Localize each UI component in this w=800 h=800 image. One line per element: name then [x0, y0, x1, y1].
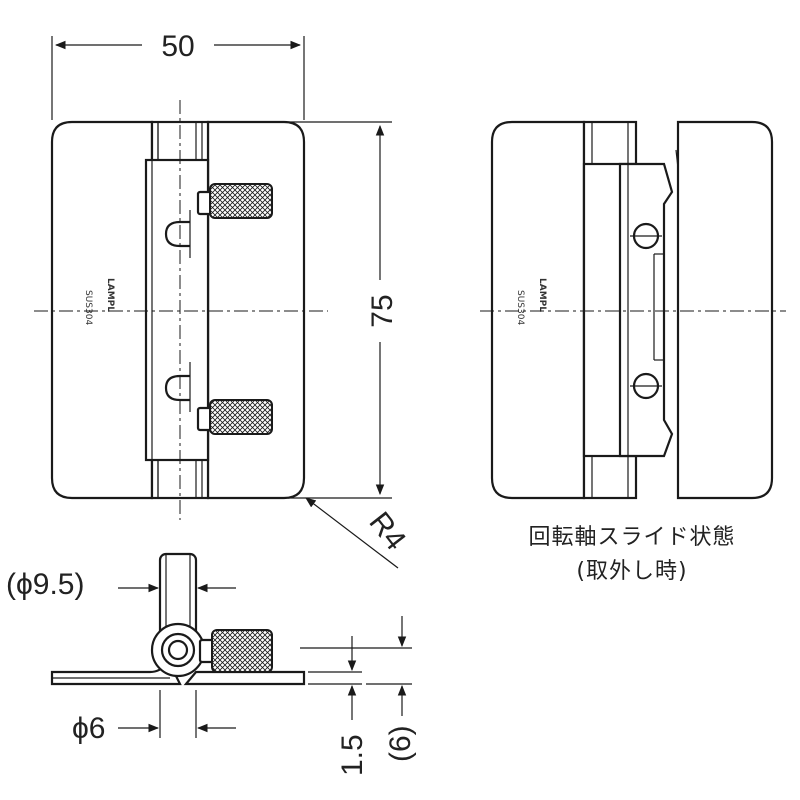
thickness-dimension: 1.5	[308, 636, 369, 776]
pin-diameter-text: (ϕ9.5)	[6, 568, 85, 601]
width-dimension-text: 50	[161, 30, 194, 63]
radius-dimension: R4	[305, 497, 412, 569]
brand-marking: LAMPL	[105, 278, 115, 312]
total-thickness-text: (6)	[384, 725, 417, 762]
side-knuckle	[150, 622, 206, 678]
slide-right-leaf	[676, 120, 774, 500]
width-dimension: 50	[51, 24, 305, 120]
slide-left-leaf	[490, 120, 586, 500]
front-view: 50	[34, 24, 412, 569]
thickness-text: 1.5	[336, 734, 369, 776]
pin-diameter-dimension: (ϕ9.5)	[6, 560, 236, 601]
height-dimension: 75	[288, 121, 399, 499]
total-thickness-dimension: (6)	[300, 616, 417, 762]
slide-brand-marking: LAMPL	[537, 278, 547, 312]
side-view: (ϕ9.5) ϕ6 1.5 (6)	[6, 552, 417, 776]
slide-material-marking: SUS304	[515, 290, 525, 325]
caption-line-2: (取外し時)	[576, 559, 687, 584]
caption-line-1: 回転軸スライド状態	[528, 525, 735, 550]
upper-knurled-screw	[196, 183, 273, 219]
material-marking: SUS304	[83, 290, 93, 325]
shaft-diameter-dimension: ϕ6	[72, 690, 236, 745]
slide-knuckle	[582, 120, 679, 500]
side-knurled-screw	[198, 629, 273, 673]
shaft-diameter-text: ϕ6	[72, 712, 106, 745]
side-right-plate	[183, 670, 306, 686]
right-leaf	[206, 120, 306, 500]
lower-knurled-screw	[196, 399, 273, 435]
knuckle-strip	[144, 120, 210, 500]
radius-dimension-text: R4	[362, 506, 412, 557]
left-leaf	[50, 120, 154, 500]
height-dimension-text: 75	[366, 294, 399, 327]
slide-state-view: LAMPL SUS304 回転軸スライド状態 (取外し時)	[480, 120, 786, 584]
